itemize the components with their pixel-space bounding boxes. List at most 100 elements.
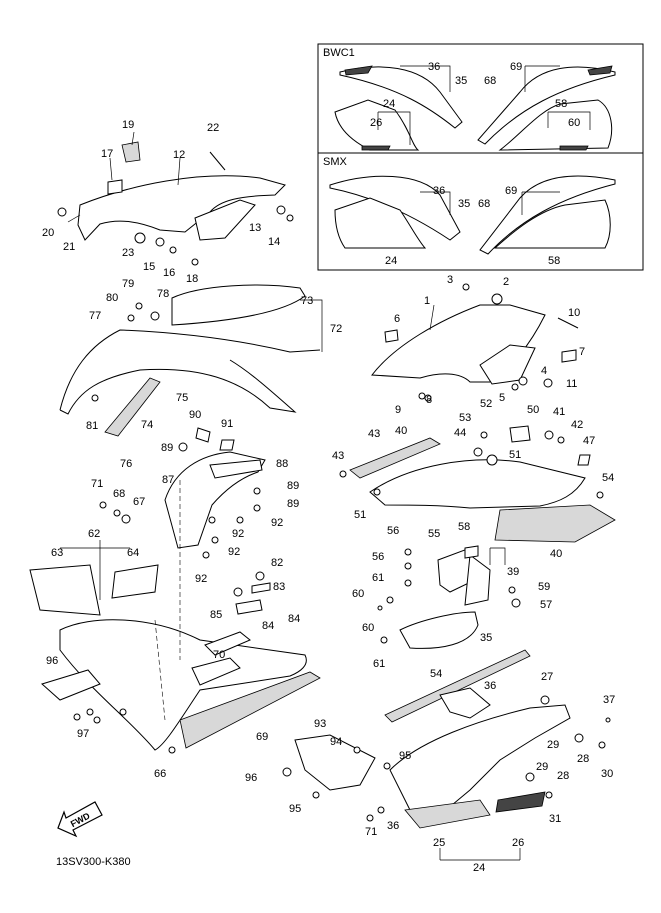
group-right-lower-cowl-24 [366,649,611,861]
callout-89a: 92 [232,528,244,540]
bwc1-label-69: 69 [510,61,522,73]
callout-22: 22 [207,122,219,134]
callout-91: 93 [314,718,326,730]
callout-32a: 30 [601,768,613,780]
bolt-84b [253,504,261,512]
bwc1-upper-panel-left [339,66,463,129]
callout-28a: 28 [577,753,589,765]
callout-29a: 29 [547,739,559,751]
callout-10: 10 [568,307,580,319]
bwc1-label-60: 60 [568,117,580,129]
screw-8 [424,394,432,402]
grommet-2 [491,293,503,305]
smx-lower-panel-right [493,199,611,249]
collar-9 [418,392,426,400]
callout-80: 84 [262,620,274,632]
grommet-28b [525,772,535,782]
fwd-arrow-shape [57,801,103,838]
bolt-77 [255,571,265,581]
grommet-75 [127,314,135,322]
callout-88: 92 [228,546,240,558]
clip-86 [195,427,211,443]
callout-84a: 89 [287,480,299,492]
bolt-11 [543,378,553,388]
callout-72: 77 [89,310,101,322]
smx-leader-36 [420,191,451,215]
grommet-23 [134,232,146,244]
callout-83: 88 [276,458,288,470]
callout-32b: 31 [549,813,561,825]
grommet-45 [486,454,498,466]
leader-1 [429,304,435,331]
callout-1: 1 [424,295,430,307]
callout-37: 40 [395,425,407,437]
bolt-51b [404,562,412,570]
leader-68 [300,299,323,352]
callout-53: 58 [458,521,470,533]
group-inner-panel-91 [282,734,391,799]
callout-45: 51 [509,449,521,461]
callout-94: 96 [46,655,58,667]
badge-26 [495,791,546,813]
smx-label-36: 36 [433,185,445,197]
bracket-83 [209,459,263,479]
screw-54 [508,586,516,594]
callout-43: 50 [527,404,539,416]
callout-41: 44 [454,427,466,439]
screw-93 [282,767,292,777]
smx-leader-69 [521,191,560,215]
callout-2: 2 [503,276,509,288]
clip-55 [377,605,383,611]
screw-33 [605,717,611,723]
group-duct-82 [164,427,266,559]
bolt-32b [545,791,553,799]
callout-16: 16 [163,267,175,279]
smx-label-35: 35 [458,198,470,210]
panel-31 [439,687,491,719]
screw-18 [191,258,199,266]
callout-19: 19 [122,119,134,131]
bolt-90 [236,516,244,524]
nut-73 [150,311,160,321]
collar-41 [473,447,483,457]
bolt-56a [386,596,394,604]
callout-17: 17 [101,148,113,160]
callout-5: 5 [499,392,505,404]
clip-7 [561,349,577,363]
callout-57: 61 [372,572,384,584]
bolt-56b [380,636,388,644]
callout-86: 90 [189,409,201,421]
bolt-92b [383,762,391,770]
callout-30: 35 [480,632,492,644]
callout-81: 85 [210,609,222,621]
callout-6: 6 [394,313,400,325]
callout-36: 40 [550,548,562,560]
bolt-20 [57,207,67,217]
clip-43 [509,425,531,443]
callout-13: 13 [249,222,261,234]
decal-25 [404,799,491,829]
callout-12: 12 [173,149,185,161]
callout-77: 82 [271,557,283,569]
nut-3 [462,283,470,291]
bolt-88 [211,536,219,544]
callout-76: 81 [86,420,98,432]
callout-85: 89 [161,442,173,454]
callout-95a: 97 [77,728,89,740]
screw-66 [99,501,107,509]
inner-panel-12-flange [194,199,256,241]
callout-69: 73 [301,295,313,307]
callout-87: 91 [221,418,233,430]
collar-63 [113,509,121,517]
bracket-65b [191,657,241,686]
inset-title-smx: SMX [323,156,348,168]
strip-30 [384,649,531,723]
panel-64 [179,671,321,749]
leader-21 [67,214,81,223]
callout-52: 57 [540,599,552,611]
callout-23: 23 [122,247,134,259]
bwc1-lower-left-badge [361,145,391,151]
inner-panel-94 [41,669,101,701]
clip-87 [219,439,235,451]
